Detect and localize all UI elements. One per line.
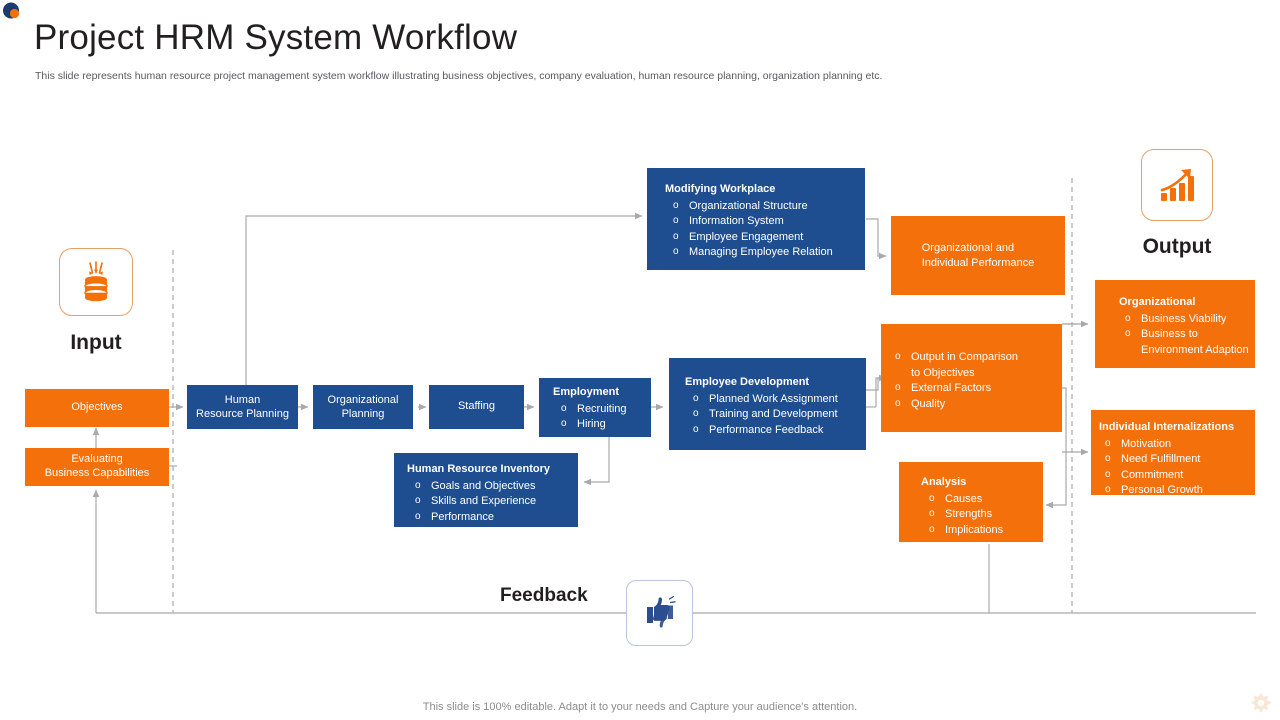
box-modifying-workplace[interactable]: Modifying Workplace Organizational Struc… [647,168,865,270]
box-modifying-workplace-title: Modifying Workplace [665,183,776,195]
output-label: Output [1142,235,1212,258]
list-item: Managing Employee Relation [665,245,865,261]
box-output-comparison[interactable]: Output in Comparison to Objectives Exter… [881,324,1062,432]
box-employee-development[interactable]: Employee Development Planned Work Assign… [669,358,866,450]
box-output-comparison-items: Output in Comparison to Objectives Exter… [881,324,1062,412]
list-item: Motivation [1097,437,1255,453]
box-employment-title: Employment [553,386,620,398]
box-employee-development-title: Employee Development [685,376,810,388]
list-item: Business Viability [1117,312,1255,328]
brand-circles-logo [3,2,20,19]
box-individual-internalizations[interactable]: Individual Internalizations Motivation N… [1091,410,1255,497]
list-item: Performance Feedback [685,423,866,439]
box-hr-planning-title: Human Resource Planning [196,393,289,420]
list-item: Commitment [1097,468,1255,484]
box-organizational-planning[interactable]: Organizational Planning [313,385,413,429]
box-organizational[interactable]: Organizational Business Viability Busine… [1095,280,1255,368]
box-employee-development-items: Planned Work Assignment Training and Dev… [685,392,866,439]
box-org-individual-performance-title: Organizational and Individual Performanc… [921,241,1035,269]
list-item: Personal Growth [1097,483,1255,499]
input-tile [59,248,133,316]
list-item: Organizational Structure [665,199,865,215]
box-human-resource-planning[interactable]: Human Resource Planning [187,385,298,429]
list-item: Goals and Objectives [407,479,578,495]
page-title: Project HRM System Workflow [34,18,518,57]
list-item: Implications [921,523,1043,539]
list-item: Causes [921,492,1043,508]
list-item: Business to Environment Adaption [1117,327,1255,358]
list-item: Planned Work Assignment [685,392,866,408]
list-item: Skills and Experience [407,494,578,510]
box-evaluating-title: Evaluating Business Capabilities [44,453,150,479]
output-tile [1141,149,1213,221]
list-item: Quality [887,397,1062,413]
list-item: Hiring [553,417,651,433]
gear-icon[interactable] [1250,692,1272,714]
input-database-icon [84,261,108,302]
list-item: Strengths [921,507,1043,523]
list-item: Need Fulfillment [1097,452,1255,468]
box-analysis-title: Analysis [921,476,967,488]
box-individual-internalizations-items: Motivation Need Fulfillment Commitment P… [1091,437,1255,499]
box-human-resource-inventory[interactable]: Human Resource Inventory Goals and Objec… [394,453,578,527]
box-individual-internalizations-title: Individual Internalizations [1099,421,1235,433]
thumbs-up-down-icon [646,595,676,628]
list-item: External Factors [887,381,1062,397]
box-organizational-individual-performance[interactable]: Organizational and Individual Performanc… [891,216,1065,295]
feedback-label: Feedback [500,585,588,606]
box-analysis[interactable]: Analysis Causes Strengths Implications [899,462,1043,542]
list-item: Output in Comparison to Objectives [887,350,1062,381]
box-objectives-title: Objectives [71,401,123,414]
feedback-tile [626,580,693,646]
box-hr-inventory-title: Human Resource Inventory [407,463,551,475]
page-subtitle: This slide represents human resource pro… [35,70,883,82]
box-staffing-title: Staffing [457,400,496,413]
input-label: Input [70,331,122,354]
box-organizational-title: Organizational [1119,296,1196,308]
footer-note: This slide is 100% editable. Adapt it to… [422,701,858,713]
box-employment[interactable]: Employment Recruiting Hiring [539,378,651,437]
list-item: Recruiting [553,402,651,418]
box-staffing[interactable]: Staffing [429,385,524,429]
box-org-planning-title: Organizational Planning [327,393,399,420]
list-item: Performance [407,510,578,526]
box-modifying-workplace-items: Organizational Structure Information Sys… [665,199,865,261]
box-organizational-items: Business Viability Business to Environme… [1109,312,1255,359]
list-item: Information System [665,214,865,230]
box-analysis-items: Causes Strengths Implications [921,492,1043,539]
output-growth-chart-icon [1160,169,1194,201]
box-hr-inventory-items: Goals and Objectives Skills and Experien… [407,479,578,526]
box-objectives[interactable]: Objectives [25,389,169,427]
list-item: Training and Development [685,407,866,423]
box-evaluating-business-capabilities[interactable]: Evaluating Business Capabilities [25,448,169,486]
list-item: Employee Engagement [665,230,865,246]
box-employment-items: Recruiting Hiring [553,402,651,433]
